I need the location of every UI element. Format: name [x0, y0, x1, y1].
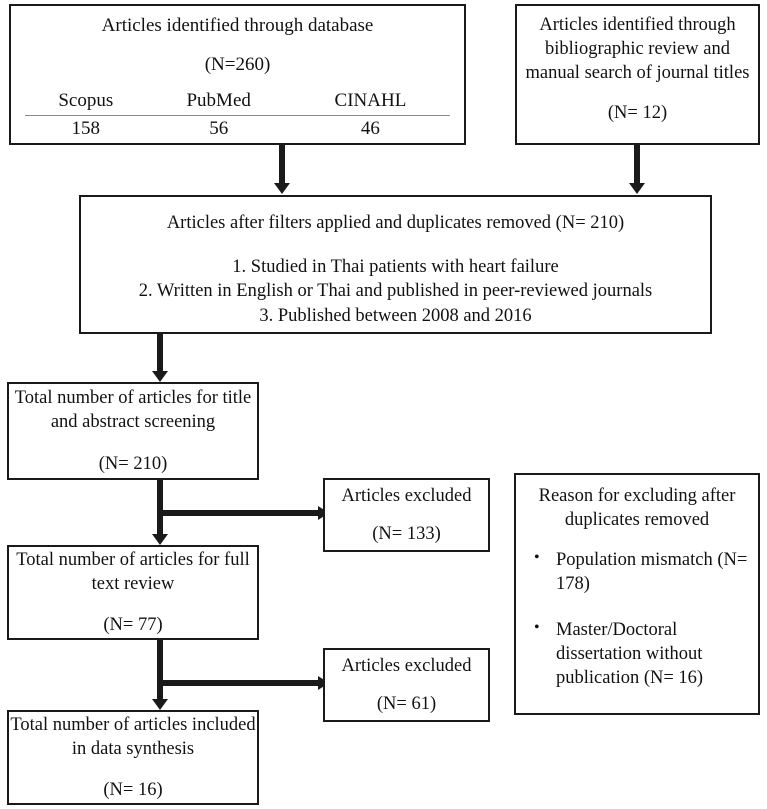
cell-pubmed-count: 56 — [209, 118, 229, 140]
box-biblio-header: Articles identified through bibliographi… — [525, 15, 750, 84]
box-screening-count: (N= 210) — [98, 453, 168, 474]
box-excluded-2-count: (N= 61) — [376, 693, 437, 714]
list-item: • Master/Doctoral dissertation without p… — [534, 618, 748, 690]
arrowhead-screening-to-fulltext — [152, 534, 168, 545]
box-exclusion-reasons: Reason for excluding after duplicates re… — [514, 473, 760, 715]
box-included-header: Total number of articles included in dat… — [10, 714, 256, 759]
reason-text: Master/Doctoral dissertation without pub… — [556, 620, 704, 689]
box-filters-and-duplicates: Articles after filters applied and dupli… — [79, 195, 712, 334]
box-fulltext-header: Total number of articles for full text r… — [16, 549, 250, 594]
box-included-count: (N= 16) — [103, 780, 163, 801]
box-excluded-1-count: (N= 133) — [372, 523, 441, 544]
box-filters-criteria-list: 1. Studied in Thai patients with heart f… — [138, 257, 653, 326]
connector-biblio-to-filters — [634, 145, 640, 184]
box-screening-header: Total number of articles for title and a… — [14, 388, 252, 433]
box-full-text-review: Total number of articles for full text r… — [7, 545, 259, 640]
box-articles-identified-database: Articles identified through database (N=… — [9, 4, 466, 145]
cell-cinahl-count: 46 — [360, 118, 380, 140]
list-item: • Population mismatch (N= 178) — [534, 548, 748, 596]
box-articles-excluded-screening: Articles excluded (N= 133) — [323, 478, 490, 552]
connector-database-to-filters — [279, 145, 285, 184]
bullet-icon: • — [534, 549, 540, 567]
column-header-cinahl: CINAHL — [290, 89, 451, 117]
box-title-abstract-screening: Total number of articles for title and a… — [7, 382, 259, 480]
source-counts-table: Scopus PubMed CINAHL 158 56 46 — [24, 89, 451, 143]
bullet-icon: • — [534, 619, 540, 637]
box-included-in-data-synthesis: Total number of articles included in dat… — [7, 710, 259, 805]
table-header-row: Scopus PubMed CINAHL — [24, 89, 451, 117]
connector-screening-to-fulltext — [157, 480, 163, 535]
box-articles-excluded-fulltext: Articles excluded (N= 61) — [323, 648, 490, 722]
box-fulltext-count: (N= 77) — [103, 615, 163, 636]
box-articles-identified-bibliographic: Articles identified through bibliographi… — [515, 4, 760, 145]
column-header-scopus: Scopus — [24, 89, 147, 117]
column-header-pubmed: PubMed — [146, 89, 291, 117]
box-filters-header: Articles after filters applied and dupli… — [166, 213, 625, 233]
box-database-count: (N=260) — [204, 53, 271, 75]
reason-text: Population mismatch (N= 178) — [556, 550, 748, 595]
box-database-header: Articles identified through database — [101, 15, 374, 36]
box-biblio-count: (N= 12) — [607, 103, 668, 124]
exclusion-reason-list: • Population mismatch (N= 178) • Master/… — [526, 548, 748, 712]
connector-filters-to-screening — [157, 334, 163, 372]
box-reason-header: Reason for excluding after duplicates re… — [538, 486, 736, 531]
arrowhead-filters-to-screening — [152, 371, 168, 382]
arrowhead-biblio-to-filters — [629, 183, 645, 194]
connector-screening-to-excluded-1 — [163, 510, 325, 516]
connector-fulltext-to-excluded-2 — [163, 680, 325, 686]
arrowhead-database-to-filters — [274, 183, 290, 194]
box-excluded-2-header: Articles excluded — [341, 656, 472, 677]
table-row: 158 56 46 — [25, 116, 451, 143]
cell-scopus-count: 158 — [71, 118, 101, 140]
box-excluded-1-header: Articles excluded — [341, 486, 472, 507]
arrowhead-fulltext-to-included — [152, 699, 168, 710]
connector-fulltext-to-included — [157, 640, 163, 700]
